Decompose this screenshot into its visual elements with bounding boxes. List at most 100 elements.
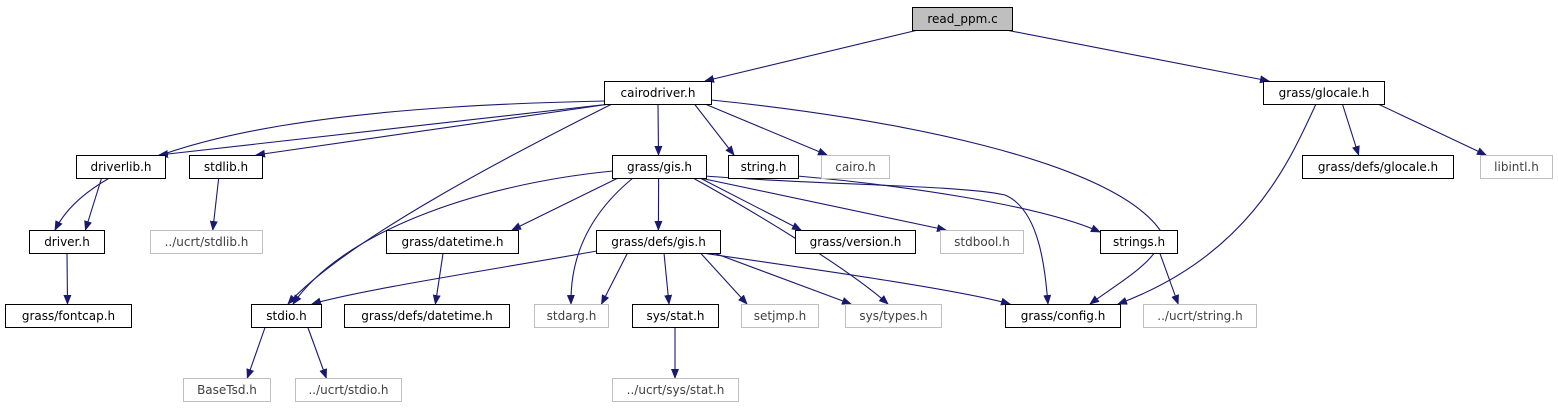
node-label: grass/glocale.h [1279,86,1370,100]
node-libintl[interactable]: libintl.h [1480,155,1553,179]
node-box [912,7,1013,31]
node-label: grass/version.h [810,235,902,249]
node-box [612,378,739,402]
node-defs_datetime[interactable]: grass/defs/datetime.h [344,304,510,328]
node-stdlib[interactable]: stdlib.h [189,155,263,179]
node-box [728,155,799,179]
node-read_ppm[interactable]: read_ppm.c [912,7,1013,31]
node-box [386,230,519,254]
node-ucrt_sys_stat[interactable]: ../ucrt/sys/stat.h [612,378,739,402]
node-label: setjmp.h [754,309,806,323]
edge-glocale-to-config [1117,103,1317,305]
edge-stdlib-to-ucrt_stdlib [209,177,220,231]
node-box [183,378,271,402]
edge-cairodriver-to-stdlib [255,103,611,158]
node-fontcap[interactable]: grass/fontcap.h [5,304,132,328]
node-label: stdio.h [266,309,306,323]
edge-glocale-to-libintl [1377,103,1487,156]
node-box [632,304,719,328]
node-label: ../ucrt/string.h [1157,309,1242,323]
node-label: grass/datetime.h [401,235,503,249]
node-stdio[interactable]: stdio.h [251,304,322,328]
node-label: grass/defs/datetime.h [361,309,493,323]
node-label: ../ucrt/stdlib.h [165,235,249,249]
node-string[interactable]: string.h [728,155,799,179]
edge-cairodriver-to-driver [54,100,606,231]
edge-string-to-strings [796,175,1101,233]
node-box [1480,155,1553,179]
node-label: grass/gis.h [627,160,692,174]
edge-read_ppm-to-glocale [1005,29,1270,84]
node-box [29,230,105,254]
node-box [1302,155,1454,179]
node-box [344,304,510,328]
node-label: stdbool.h [954,235,1010,249]
node-box [604,81,712,105]
node-version[interactable]: grass/version.h [795,230,916,254]
node-box [150,230,263,254]
node-label: sys/stat.h [646,309,704,323]
node-label: read_ppm.c [927,12,997,26]
node-ucrt_stdlib[interactable]: ../ucrt/stdlib.h [150,230,263,254]
node-stdarg[interactable]: stdarg.h [534,304,609,328]
node-gis[interactable]: grass/gis.h [612,155,707,179]
node-label: grass/config.h [1021,309,1106,323]
node-defs_glocale[interactable]: grass/defs/glocale.h [1302,155,1454,179]
edge-driver-to-fontcap [63,252,72,305]
node-label: strings.h [1113,235,1165,249]
edges-layer [54,29,1487,379]
node-ucrt_string[interactable]: ../ucrt/string.h [1143,304,1257,328]
node-box [596,230,721,254]
node-sys_stat[interactable]: sys/stat.h [632,304,719,328]
edge-glocale-to-defs_glocale [1341,103,1360,156]
edge-cairodriver-to-driverlib [158,103,611,158]
edge-defs_gis-to-stdarg [601,252,628,305]
node-label: stdlib.h [204,160,248,174]
edge-stdio-to-ucrt_stdio [307,326,327,379]
node-ucrt_stdio[interactable]: ../ucrt/stdio.h [295,378,402,402]
node-box [821,155,890,179]
node-driver[interactable]: driver.h [29,230,105,254]
node-label: driverlib.h [90,160,151,174]
node-glocale[interactable]: grass/glocale.h [1263,81,1385,105]
node-label: grass/fontcap.h [22,309,115,323]
node-defs_gis[interactable]: grass/defs/gis.h [596,230,721,254]
node-box [1263,81,1385,105]
node-label: driver.h [44,235,90,249]
node-strings[interactable]: strings.h [1100,230,1178,254]
node-box [1143,304,1257,328]
node-label: BaseTsd.h [197,383,257,397]
node-cairodriver[interactable]: cairodriver.h [604,81,712,105]
edge-read_ppm-to-cairodriver [704,29,919,83]
edge-gis-to-stdbool [699,177,947,233]
node-basetsd[interactable]: BaseTsd.h [183,378,271,402]
edge-cairodriver-to-gis [654,103,663,156]
node-cairo[interactable]: cairo.h [821,155,890,179]
node-box [612,155,707,179]
node-label: libintl.h [1494,160,1539,174]
node-datetime[interactable]: grass/datetime.h [386,230,519,254]
edge-defs_gis-to-stdio [311,250,598,306]
node-driverlib[interactable]: driverlib.h [76,155,166,179]
node-label: grass/defs/gis.h [611,235,706,249]
node-label: grass/defs/glocale.h [1318,160,1438,174]
node-setjmp[interactable]: setjmp.h [741,304,819,328]
edge-strings-to-ucrt_string [1159,252,1179,305]
node-stdbool[interactable]: stdbool.h [940,230,1024,254]
edge-defs_gis-to-setjmp [700,252,748,305]
edge-gis-to-stdio [292,170,614,305]
node-label: cairo.h [835,160,876,174]
node-sys_types[interactable]: sys/types.h [845,304,942,328]
node-box [189,155,263,179]
node-label: ../ucrt/sys/stat.h [627,383,725,397]
edge-gis-to-config [704,175,1052,305]
node-box [295,378,402,402]
edge-gis-to-version [699,177,802,231]
edge-defs_gis-to-sys_types [713,252,852,305]
node-config[interactable]: grass/config.h [1005,304,1121,328]
node-label: string.h [741,160,787,174]
node-box [741,304,819,328]
node-box [845,304,942,328]
edge-stdio-to-basetsd [246,326,266,379]
